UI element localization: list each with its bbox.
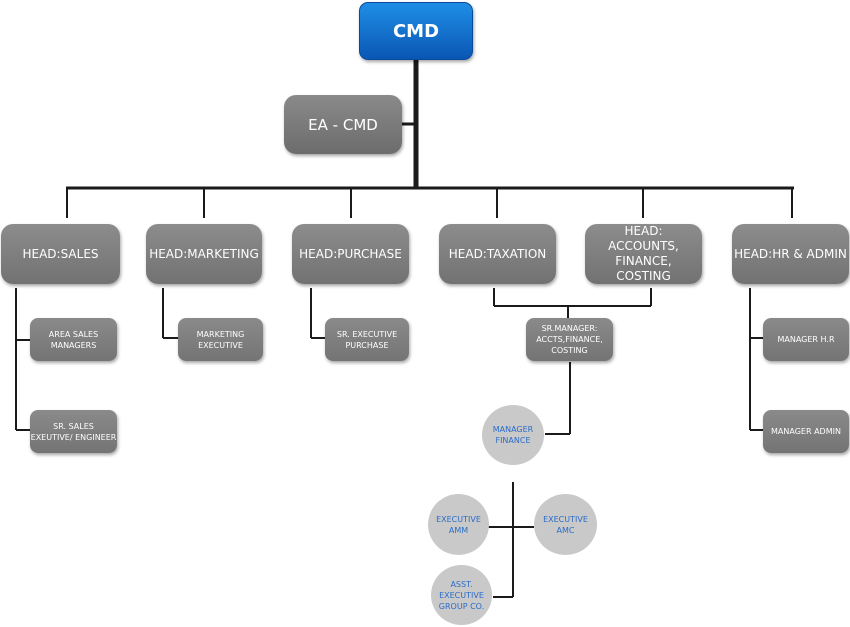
node-sr-executive-purchase: SR. EXECUTIVE PURCHASE bbox=[325, 318, 409, 361]
node-executive-amc: EXECUTIVE AMC bbox=[534, 494, 597, 555]
node-marketing-executive: MARKETING EXECUTIVE bbox=[178, 318, 263, 361]
node-head-marketing: HEAD:MARKETING bbox=[146, 224, 262, 284]
node-sr-sales-executive: SR. SALES EXEUTIVE/ ENGINEER bbox=[30, 410, 117, 453]
node-sr-manager-accounts: SR.MANAGER: ACCTS,FINANCE, COSTING bbox=[526, 318, 613, 361]
node-head-taxation: HEAD:TAXATION bbox=[439, 224, 556, 284]
node-manager-hr: MANAGER H.R bbox=[763, 318, 849, 361]
node-head-purchase: HEAD:PURCHASE bbox=[292, 224, 409, 284]
node-manager-finance: MANAGER FINANCE bbox=[482, 405, 544, 465]
node-area-sales-managers: AREA SALES MANAGERS bbox=[30, 318, 117, 361]
node-cmd: CMD bbox=[359, 2, 473, 60]
node-head-accounts: HEAD: ACCOUNTS, FINANCE, COSTING bbox=[585, 224, 702, 284]
node-manager-admin: MANAGER ADMIN bbox=[763, 410, 849, 453]
node-asst-executive-group: ASST. EXECUTIVE GROUP CO. bbox=[431, 565, 492, 625]
node-ea-cmd: EA - CMD bbox=[284, 95, 402, 154]
node-executive-amm: EXECUTIVE AMM bbox=[428, 494, 489, 555]
node-head-sales: HEAD:SALES bbox=[1, 224, 120, 284]
node-head-hr-admin: HEAD:HR & ADMIN bbox=[732, 224, 849, 284]
